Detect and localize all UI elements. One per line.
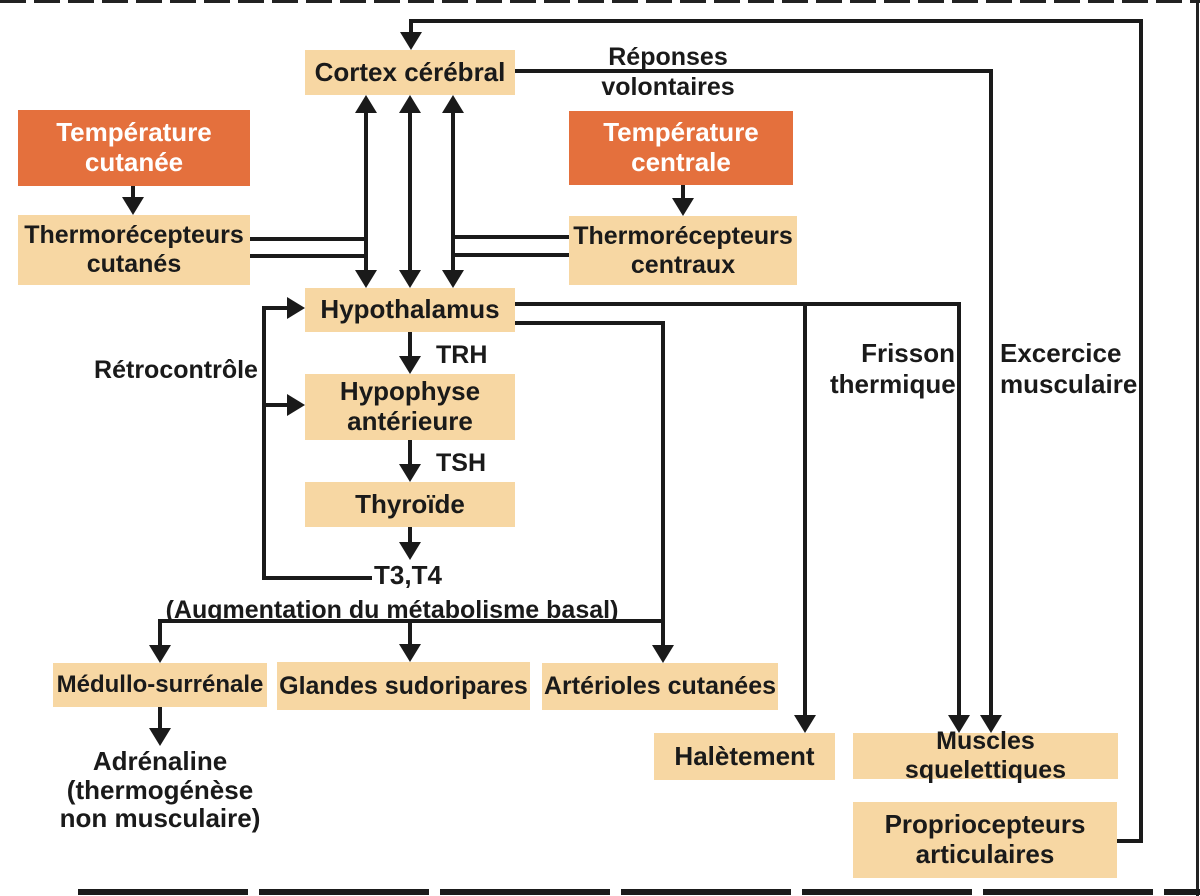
node-temperature-centrale: Température centrale (569, 111, 793, 185)
label-adrenaline: Adrénaline (thermogénèse non musculaire) (59, 746, 261, 834)
edge-haletement-vertical (803, 302, 807, 715)
node-medullo-surrenale: Médullo-surrénale (53, 663, 267, 707)
node-propriocepteurs-articulaires: Propriocepteurs articulaires (853, 802, 1117, 878)
label-trh: TRH (436, 341, 488, 369)
edge-cortex-hypothalamus-right (451, 111, 455, 271)
edge-retro-bottom (262, 576, 372, 580)
edge-thermo-centraux-upper (453, 235, 569, 239)
arrow-feedback-into-cortex-shaft (409, 21, 413, 35)
scan-edge-top (0, 0, 1200, 3)
arrow-retro-hypophyse-shaft (262, 403, 289, 407)
node-thermorecepteurs-centraux: Thermorécepteurs centraux (569, 216, 797, 285)
label-exercice-musculaire: Excercice musculaire (1000, 338, 1138, 400)
arrow-into-medullo-shaft (158, 619, 162, 647)
arrow-left-into-hypothalamus (355, 270, 377, 288)
arrow-into-arterioles (652, 645, 674, 663)
edge-arterioles-vertical (661, 321, 665, 645)
label-retrocontrole: Rétrocontrôle (94, 356, 258, 384)
arrow-frisson-into-muscles (948, 715, 970, 733)
edge-feedback-right (1139, 19, 1143, 843)
arrow-feedback-into-cortex-head (400, 32, 422, 50)
edge-reponses-volontaires (513, 69, 993, 73)
node-thermorecepteurs-cutanes: Thermorécepteurs cutanés (18, 215, 250, 285)
edge-thermo-cutanes-lower (250, 254, 366, 258)
node-glandes-sudoripares: Glandes sudoripares (277, 662, 530, 710)
edge-frisson-vertical (957, 302, 961, 715)
edge-cortex-hypothalamus-mid (408, 111, 412, 271)
arrow-into-medullo-head (149, 645, 171, 663)
arrow-right-into-cortex (442, 95, 464, 113)
arrow-into-glandes-head (399, 644, 421, 662)
node-temperature-cutanee: Température cutanée (18, 110, 250, 186)
arrow-t3t4-shaft (408, 527, 412, 544)
arrow-temp-cutanee-shaft (131, 186, 135, 200)
arrow-t3t4-head (399, 542, 421, 560)
arrow-volontaires-into-muscles (980, 715, 1002, 733)
arrow-into-glandes-shaft (408, 619, 412, 646)
arrow-medullo-adrenaline-head (149, 728, 171, 746)
arrow-trh-shaft (408, 332, 412, 358)
arrow-mid-into-hypothalamus (399, 270, 421, 288)
edge-cortex-hypothalamus-left (364, 111, 368, 271)
label-t3-t4: T3,T4 (374, 560, 442, 590)
arrow-temp-centrale-shaft (681, 185, 685, 199)
arrow-retro-hypophyse-head (287, 394, 305, 416)
arrow-tsh-shaft (408, 440, 412, 466)
arrow-right-into-hypothalamus (442, 270, 464, 288)
arrow-temp-cutanee-head (122, 197, 144, 215)
scan-edge-right (1196, 0, 1199, 896)
node-hypothalamus: Hypothalamus (305, 288, 515, 332)
arrow-medullo-adrenaline-shaft (158, 707, 162, 730)
arrow-retro-hypothalamus-shaft (262, 306, 289, 310)
arrow-into-haletement (794, 715, 816, 733)
label-tsh: TSH (436, 449, 486, 477)
label-reponses-volontaires: Réponses volontaires (601, 43, 735, 101)
edge-volontaires-vertical (989, 69, 993, 715)
arrow-retro-hypothalamus-head (287, 297, 305, 319)
label-frisson-thermique: Frisson thermique (830, 338, 956, 400)
arrow-tsh-head (399, 464, 421, 482)
node-hypophyse-anterieure: Hypophyse antérieure (305, 374, 515, 440)
edge-hypothalamus-arterioles (515, 321, 665, 325)
arrow-trh-head (399, 356, 421, 374)
edge-feedback-top (409, 19, 1143, 23)
node-arterioles-cutanees: Artérioles cutanées (542, 663, 778, 710)
arrow-left-into-cortex (355, 95, 377, 113)
arrow-mid-into-cortex (399, 95, 421, 113)
edge-thermo-cutanes-upper (250, 237, 366, 241)
edge-thermo-centraux-lower (453, 253, 569, 257)
edge-hypothalamus-frisson (515, 302, 961, 306)
node-haletement: Halètement (654, 733, 835, 780)
scan-edge-bottom (78, 889, 1200, 895)
edge-feedback-bottom (1117, 839, 1143, 843)
node-cortex-cerebral: Cortex cérébral (305, 50, 515, 95)
arrow-temp-centrale-head (672, 198, 694, 216)
label-augmentation-metabolisme: (Augmentation du métabolisme basal) (165, 596, 619, 624)
node-muscles-squelettiques: Muscles squelettiques (853, 727, 1118, 784)
edge-retro-vertical (262, 306, 266, 580)
node-thyroide: Thyroïde (305, 482, 515, 527)
